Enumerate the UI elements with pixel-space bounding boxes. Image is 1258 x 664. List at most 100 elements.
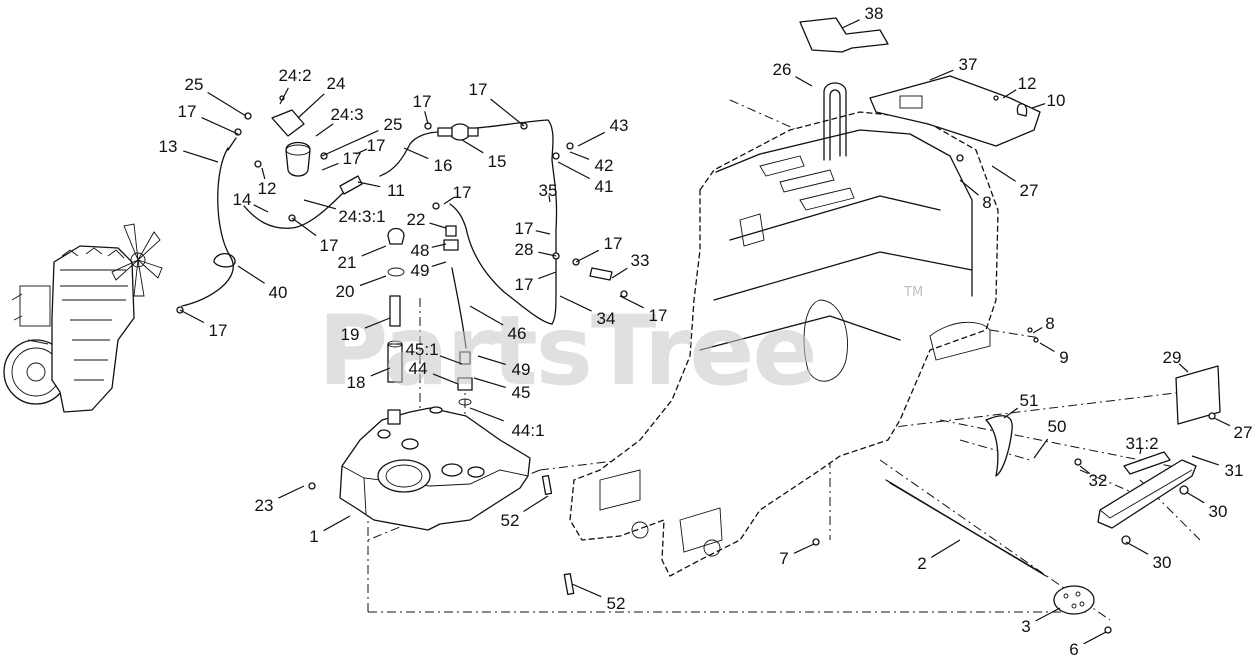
callout-24-3: 24:3 (315, 105, 364, 137)
leader-line (559, 295, 592, 312)
callout-number: 31 (1225, 461, 1244, 480)
leader-line (569, 151, 590, 160)
callout-number: 18 (347, 373, 366, 392)
callout-31: 31 (1191, 455, 1244, 480)
callout-18: 18 (347, 367, 391, 392)
callout-number: 27 (1020, 181, 1039, 200)
leader-line (1191, 455, 1219, 466)
callout-17: 17 (619, 295, 667, 325)
leader-line (361, 245, 387, 257)
callout-17: 17 (515, 271, 557, 294)
callout-number: 17 (367, 136, 386, 155)
callout-number: 12 (1018, 74, 1037, 93)
leader-line (183, 150, 219, 163)
fuel-tank (339, 406, 531, 531)
callout-7: 7 (779, 543, 815, 568)
leader-line (429, 222, 447, 229)
callout-14: 14 (233, 190, 269, 213)
callout-number: 15 (488, 152, 507, 171)
leader-line (1039, 342, 1055, 353)
fan-blades (111, 223, 163, 297)
callout-25: 25 (321, 115, 402, 157)
leader-line (261, 167, 266, 180)
callout-number: 38 (865, 4, 884, 23)
leader-line (1139, 447, 1142, 455)
leader-line (535, 230, 551, 235)
callout-number: 52 (501, 511, 520, 530)
callout-number: 27 (1234, 423, 1253, 442)
leader-line (321, 130, 379, 157)
callout-3: 3 (1021, 607, 1061, 636)
leader-line (1035, 607, 1061, 622)
callout-46: 46 (469, 305, 526, 343)
callout-8: 8 (1032, 314, 1055, 334)
callout-number: 17 (178, 102, 197, 121)
callout-17: 17 (179, 309, 228, 340)
callout-number: 17 (453, 183, 472, 202)
callout-12: 12 (258, 167, 276, 198)
leader-line (1213, 417, 1231, 427)
leader-line (1032, 326, 1043, 334)
watermark-trademark: TM (903, 285, 923, 300)
leader-line (931, 539, 961, 558)
callout-15: 15 (461, 139, 507, 171)
right-side-parts (885, 365, 1221, 615)
callout-number: 17 (515, 275, 534, 294)
callout-number: 17 (469, 80, 488, 99)
leader-line (461, 139, 484, 154)
callout-number: 31:2 (1125, 434, 1158, 453)
callout-16: 16 (403, 147, 452, 175)
callout-31-2: 31:2 (1125, 434, 1159, 455)
leader-line (538, 271, 557, 280)
callout-30: 30 (1185, 491, 1227, 521)
leader-line (359, 275, 387, 287)
leader-line (1125, 541, 1149, 555)
leader-line (557, 161, 591, 180)
callout-number: 28 (515, 240, 534, 259)
leader-line (279, 87, 289, 105)
fuel-lines (181, 119, 558, 349)
callout-17: 17 (321, 149, 362, 171)
callout-17: 17 (469, 80, 525, 127)
leader-line (443, 196, 455, 205)
leader-line (571, 583, 602, 598)
callout-number: 30 (1153, 553, 1172, 572)
callout-number: 17 (209, 321, 228, 340)
callout-1: 1 (309, 515, 351, 546)
callout-number: 49 (512, 360, 531, 379)
callout-number: 22 (407, 210, 426, 229)
leader-line (477, 355, 506, 365)
leader-line (321, 162, 339, 171)
callout-number: 40 (269, 283, 288, 302)
callout-32: 32 (1079, 465, 1107, 490)
callout-number: 51 (1020, 391, 1039, 410)
leader-line (473, 377, 506, 388)
leader-line (357, 181, 381, 188)
leader-line (179, 309, 205, 324)
hardware-items (176, 95, 1216, 634)
callout-number: 8 (1045, 314, 1054, 333)
leader-line (403, 147, 429, 160)
callout-12: 12 (1002, 74, 1037, 99)
leader-line (795, 76, 813, 87)
callout-24-2: 24:2 (278, 66, 312, 105)
leader-line (315, 123, 334, 137)
callout-37: 37 (929, 55, 977, 81)
callout-13: 13 (159, 137, 219, 163)
callout-number: 17 (604, 234, 623, 253)
leader-line (1185, 491, 1205, 504)
callout-number: 17 (343, 149, 362, 168)
callout-26: 26 (773, 60, 813, 87)
callout-number: 52 (607, 594, 626, 613)
callout-number: 11 (387, 181, 405, 200)
filler-neck-stack (387, 225, 473, 406)
leader-line (1031, 103, 1046, 109)
callout-number: 24:3:1 (338, 207, 385, 226)
leader-line (431, 243, 447, 248)
leader-line (959, 179, 979, 196)
fuel-filter-assembly (271, 109, 613, 281)
leader-line (278, 485, 305, 499)
callout-30: 30 (1125, 541, 1172, 572)
callout-number: 34 (597, 309, 616, 328)
